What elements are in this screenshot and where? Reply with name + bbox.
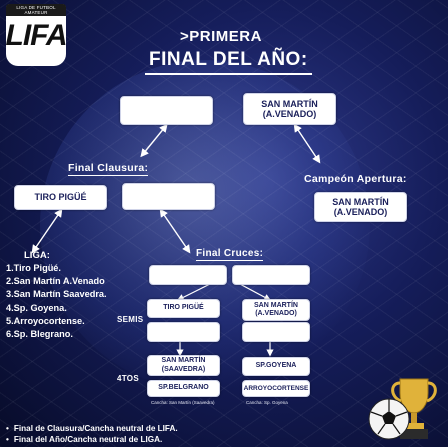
liga-item: 3.San Martín Saavedra.	[6, 289, 107, 300]
final-anio-slot-right: SAN MARTÍN (A.VENADO)	[243, 93, 336, 125]
semis-right-slot	[242, 322, 310, 342]
logo-text: LIFA	[5, 19, 68, 52]
arrow-semis-left	[176, 282, 213, 301]
clausura-team-left: TIRO PIGÜÉ	[14, 185, 107, 210]
arrow-semis-right	[237, 282, 272, 301]
cruces-slot-left	[149, 265, 227, 285]
apertura-team-name: SAN MARTÍN	[332, 196, 389, 207]
final-cruces-label: Final Cruces:	[196, 248, 264, 261]
liga-standings: 1.Tiro Pigüé. 2.San Martín A.Venado 3.Sa…	[6, 262, 107, 341]
semis-right-team: SAN MARTÍN (A.VENADO)	[242, 299, 310, 321]
q-right-bottom-team: ARROYOCORTENSE	[242, 380, 310, 397]
q-right-top-team-text: SP.GOYENA	[255, 362, 297, 370]
apertura-champion: SAN MARTÍN (A.VENADO)	[314, 192, 407, 222]
semis-left-team: TIRO PIGÜÉ	[147, 299, 220, 318]
footer-notes: Final de Clausura/Cancha neutral de LIFA…	[6, 423, 178, 445]
arrow-cruces-clausura	[159, 208, 191, 254]
footer-note: Final del Año/Cancha neutral de LIGA.	[6, 434, 178, 445]
arrow-liga-clausura	[31, 208, 63, 254]
q-left-bottom-team-text: SP.BELGRANO	[158, 384, 209, 392]
cruces-slot-right	[232, 265, 310, 285]
liga-title: LIGA:	[24, 250, 50, 261]
campeon-apertura-label: Campeón Apertura:	[304, 173, 407, 185]
arrow-clausura-final	[140, 123, 168, 158]
final-anio-slot-left	[120, 96, 213, 125]
page-title: FINAL DEL AÑO:	[145, 49, 312, 75]
final-clausura-label: Final Clausura:	[68, 162, 149, 176]
apertura-team-city: (A.VENADO)	[333, 207, 388, 217]
division-title: >PRIMERA	[180, 28, 262, 45]
semis-right-team-name: SAN MARTÍN	[254, 301, 298, 309]
q-left-top-team: SAN MARTÍN (SAAVEDRA)	[147, 355, 220, 376]
final-anio-team-city: (A.VENADO)	[262, 109, 317, 119]
trophy-icon	[391, 378, 437, 439]
lifa-logo: LIGA DE FUTBOL AMATEUR LIFA	[5, 4, 68, 66]
arrow-apertura-final	[293, 123, 321, 164]
clausura-team-left-text: TIRO PIGÜÉ	[34, 192, 87, 203]
q-left-top-team-name: SAN MARTÍN	[161, 357, 206, 365]
liga-item: 4.Sp. Goyena.	[6, 302, 67, 313]
q-right-venue-note: Cancha: Sp. Goyena	[246, 400, 288, 405]
q-right-bottom-team-text: ARROYOCORTENSE	[243, 384, 309, 392]
liga-item: 2.San Martín A.Venado	[6, 276, 105, 287]
liga-item: 6.Sp. Blegrano.	[6, 329, 73, 340]
cuartos-label: 4TOS	[117, 374, 139, 383]
liga-item: 1.Tiro Pigüé.	[6, 263, 61, 273]
q-left-bottom-team: SP.BELGRANO	[147, 380, 220, 397]
footer-note: Final de Clausura/Cancha neutral de LIFA…	[6, 423, 178, 434]
logo-band: LIGA DE FUTBOL AMATEUR	[6, 4, 66, 16]
semis-left-slot	[147, 322, 220, 342]
clausura-team-right	[122, 183, 215, 210]
q-right-top-team: SP.GOYENA	[242, 357, 310, 376]
liga-item: 5.Arroyocortense.	[6, 315, 85, 326]
soccer-ball-icon	[368, 398, 410, 440]
final-anio-team-name: SAN MARTÍN	[261, 98, 318, 109]
semis-right-team-city: (A.VENADO)	[255, 310, 297, 317]
q-left-top-team-city: (SAAVEDRA)	[161, 365, 206, 373]
semis-label: SEMIS	[117, 315, 144, 324]
q-left-venue-note: Cancha: San Martín (Saavedra)	[151, 400, 215, 405]
semis-left-team-text: TIRO PIGÜÉ	[163, 304, 204, 312]
